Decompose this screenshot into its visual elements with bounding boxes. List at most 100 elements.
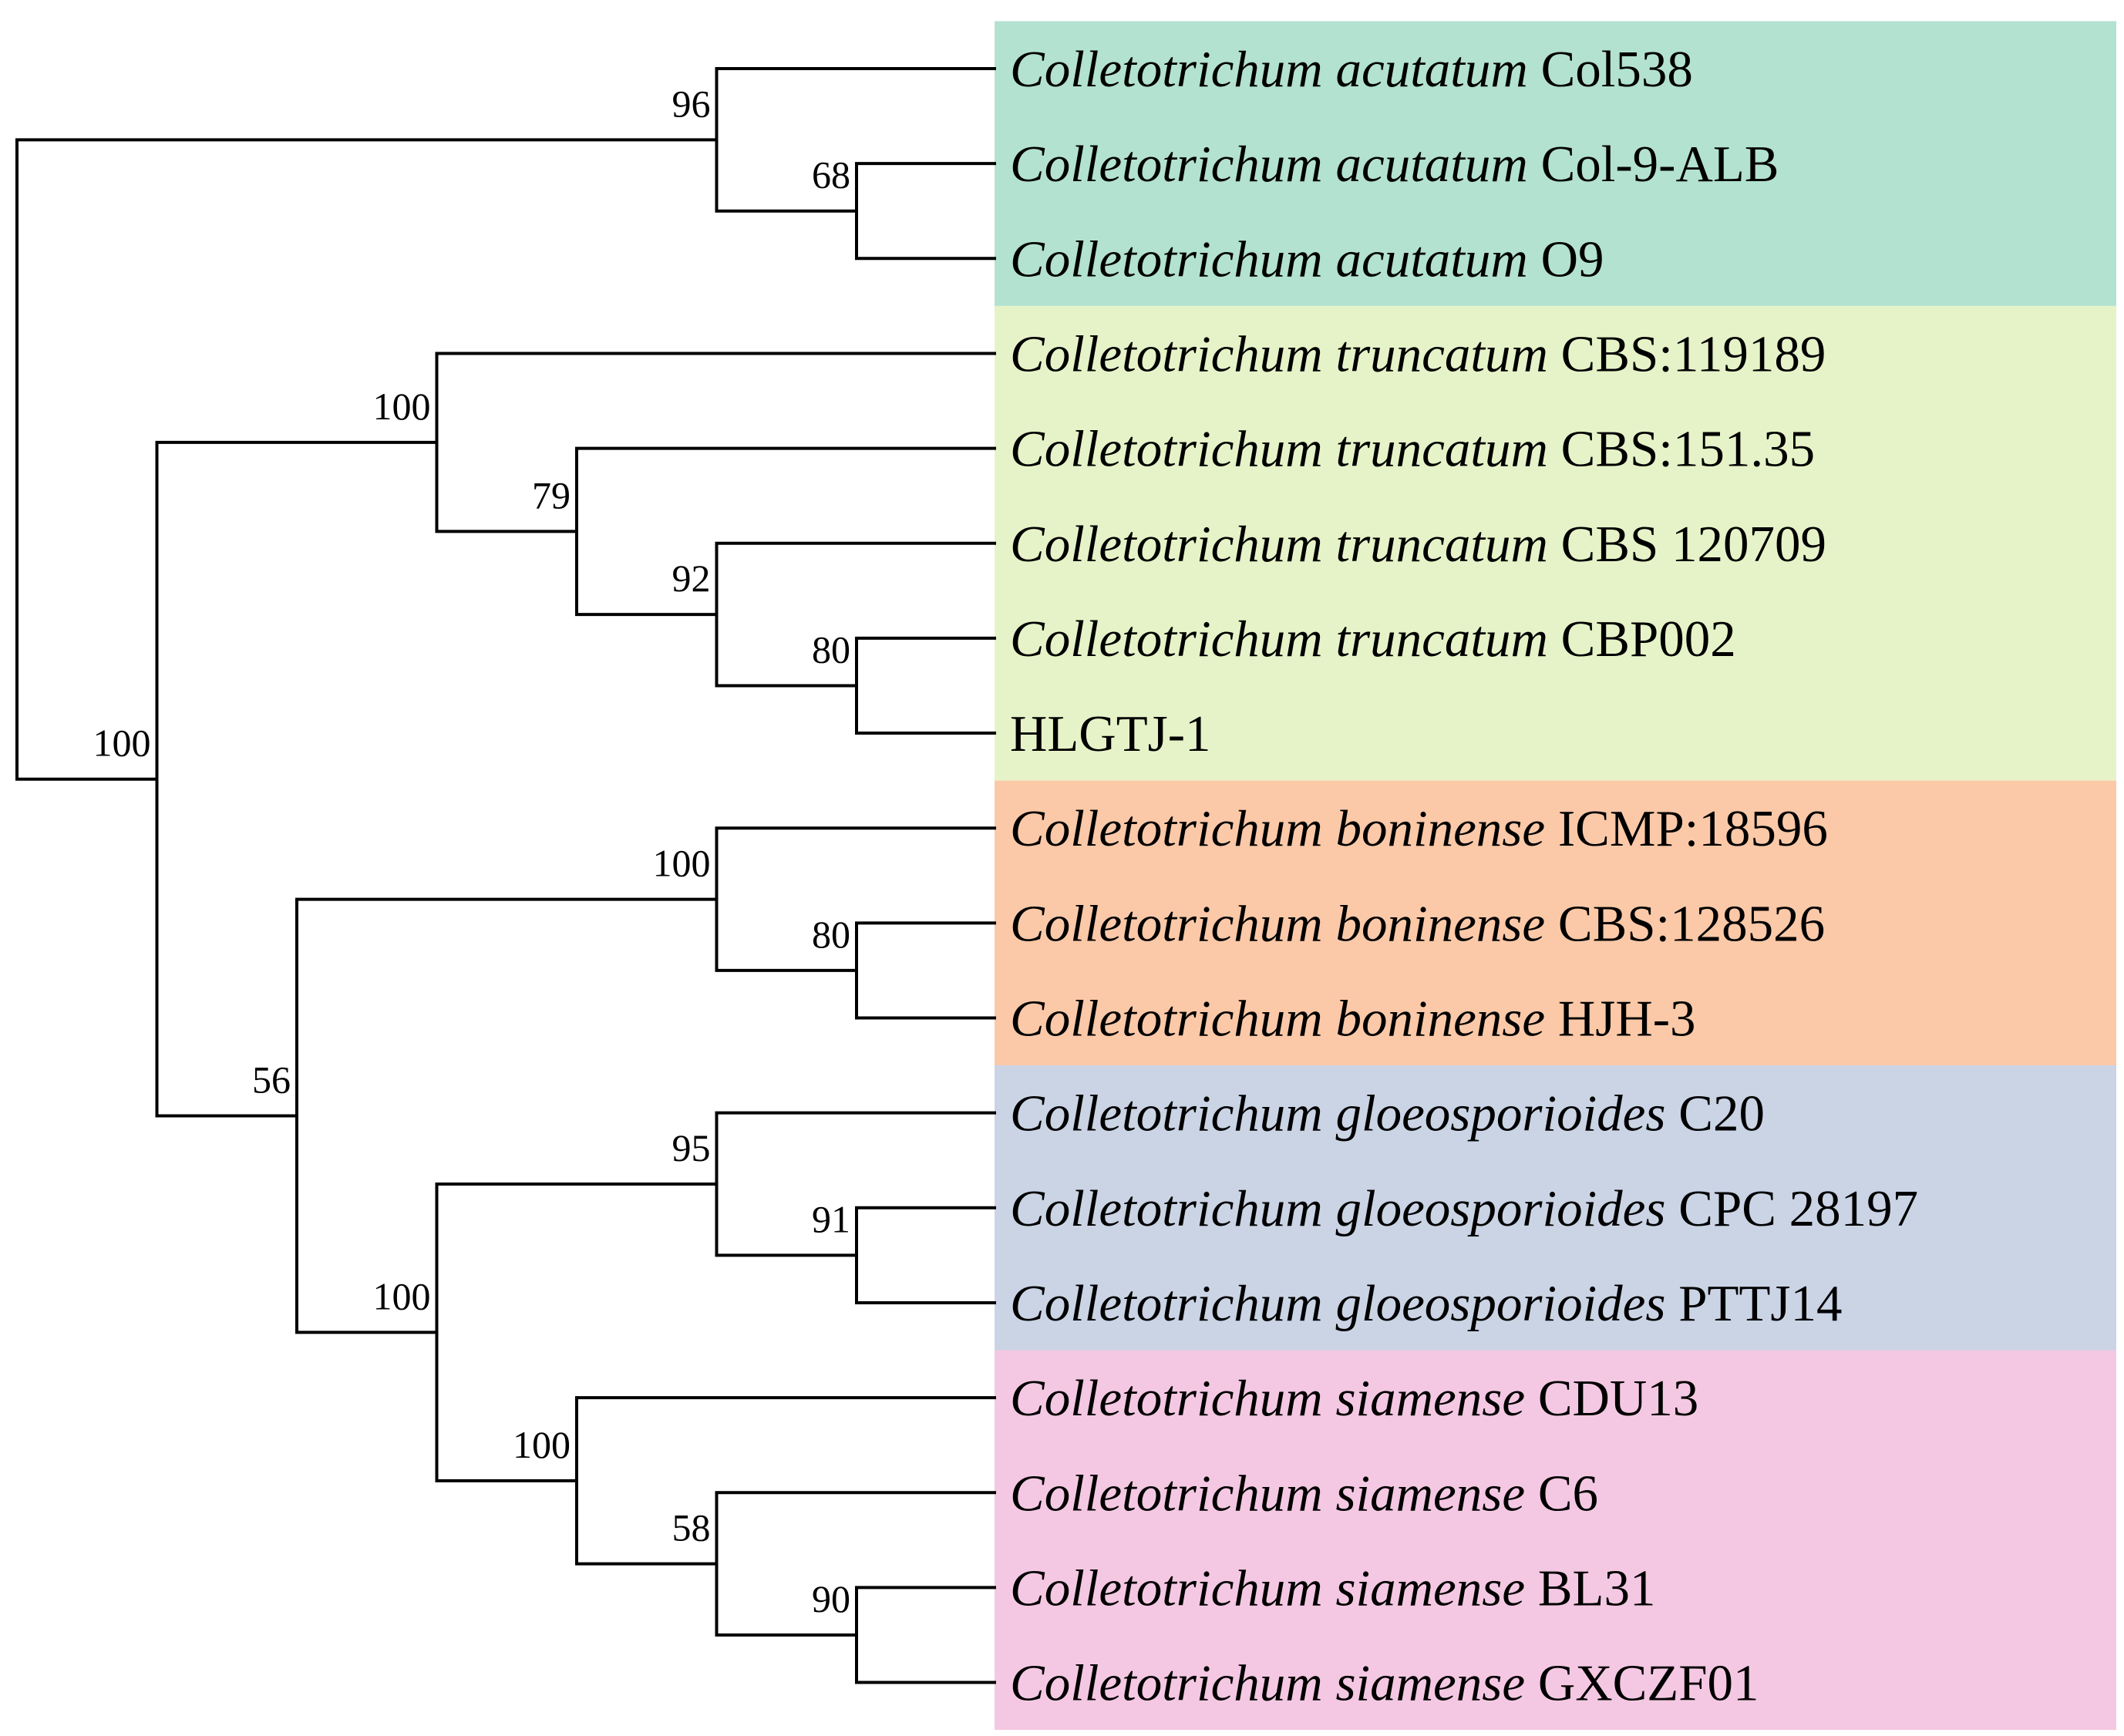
branch-n_bon80 (855, 921, 996, 1020)
taxon-label: Colletotrichum acutatum Col-9-ALB (1010, 136, 1779, 193)
taxon-strain: HJH-3 (1558, 991, 1696, 1048)
taxon-label: Colletotrichum truncatum CBS:151.35 (1010, 421, 1815, 478)
support-value-n_main: 100 (93, 722, 151, 765)
taxon-strain: CBS:128526 (1558, 895, 1825, 952)
tree-branches (15, 67, 996, 1684)
taxon-strain: CBS:151.35 (1561, 421, 1816, 478)
support-value-n_bon80: 80 (812, 913, 850, 956)
taxon-genus: Colletotrichum (1010, 1085, 1335, 1142)
support-value-n_acut2: 68 (812, 153, 850, 197)
taxon-strain: CBS:119189 (1561, 325, 1826, 382)
taxon-label: Colletotrichum acutatum O9 (1010, 230, 1604, 288)
branch-n_glo_sia (435, 1183, 719, 1482)
taxon-species: acutatum (1335, 41, 1540, 98)
taxon-genus: Colletotrichum (1010, 611, 1335, 668)
taxon-strain: CBS 120709 (1561, 516, 1826, 573)
taxon-genus: Colletotrichum (1010, 1559, 1335, 1617)
taxon-species: siamense (1335, 1370, 1537, 1427)
branch-n_acut (715, 67, 996, 213)
taxon-strain: Col538 (1541, 41, 1693, 98)
taxon-genus: Colletotrichum (1010, 1275, 1335, 1332)
support-value-n_rest: 56 (252, 1058, 291, 1101)
taxon-label: Colletotrichum boninense CBS:128526 (1010, 895, 1825, 952)
branch-n_tr92 (715, 541, 996, 688)
taxon-species: truncatum (1335, 611, 1560, 668)
taxon-genus: Colletotrichum (1010, 1370, 1335, 1427)
clade-band-boninense (995, 780, 2116, 1066)
taxon-genus: Colletotrichum (1010, 1465, 1335, 1522)
taxon-genus: Colletotrichum (1010, 41, 1335, 98)
taxon-strain: O9 (1541, 230, 1604, 288)
support-value-n_tr92: 92 (672, 557, 711, 600)
taxon-strain: BL31 (1538, 1559, 1656, 1617)
taxon-species: acutatum (1335, 136, 1540, 193)
taxon-genus: Colletotrichum (1010, 895, 1335, 952)
branch-n_tr80 (855, 636, 996, 735)
clade-bands (995, 21, 2116, 1731)
taxon-labels: Colletotrichum acutatum Col538Colletotri… (1010, 41, 1918, 1712)
branch-n_sia90 (855, 1586, 996, 1684)
taxon-label: HLGTJ-1 (1010, 705, 1211, 762)
taxon-strain: Col-9-ALB (1541, 136, 1779, 193)
taxon-species: boninense (1335, 895, 1557, 952)
taxon-label: Colletotrichum truncatum CBS 120709 (1010, 516, 1826, 573)
support-value-n_sia: 100 (513, 1423, 571, 1466)
taxon-strain: C20 (1678, 1085, 1765, 1142)
support-value-n_glo91: 91 (812, 1197, 850, 1240)
taxon-genus: Colletotrichum (1010, 230, 1335, 288)
taxon-genus: Colletotrichum (1010, 1180, 1335, 1237)
branch-root (15, 138, 719, 781)
branch-n_rest (295, 897, 719, 1334)
taxon-species: acutatum (1335, 230, 1540, 288)
taxon-strain: C6 (1538, 1465, 1598, 1522)
taxon-species: truncatum (1335, 325, 1560, 382)
taxon-genus: Colletotrichum (1010, 800, 1335, 857)
taxon-species: siamense (1335, 1559, 1537, 1617)
support-value-n_sia90: 90 (812, 1577, 850, 1620)
clade-band-siamense (995, 1350, 2116, 1731)
taxon-species: boninense (1335, 800, 1557, 857)
taxon-species: gloeosporioides (1335, 1085, 1678, 1142)
branch-n_sia (575, 1396, 996, 1566)
branch-n_sia58 (715, 1491, 996, 1637)
taxon-species: gloeosporioides (1335, 1275, 1678, 1332)
taxon-label: Colletotrichum boninense HJH-3 (1010, 991, 1696, 1048)
support-value-n_tr79: 79 (532, 473, 571, 516)
support-value-n_trunc: 100 (373, 385, 431, 428)
taxon-strain: CPC 28197 (1678, 1180, 1918, 1237)
branch-n_glo (715, 1111, 996, 1257)
taxon-label: Colletotrichum boninense ICMP:18596 (1010, 800, 1828, 857)
taxon-label: Colletotrichum gloeosporioides PTTJ14 (1010, 1275, 1842, 1332)
taxon-strain: GXCZF01 (1538, 1655, 1759, 1712)
taxon-species: boninense (1335, 991, 1557, 1048)
clade-band-acutatum (995, 21, 2116, 306)
taxon-genus: Colletotrichum (1010, 136, 1335, 193)
clade-band-truncatum (995, 305, 2116, 781)
taxon-genus: Colletotrichum (1010, 421, 1335, 478)
branch-n_trunc (435, 352, 996, 533)
support-value-n_glo_sia: 100 (373, 1274, 431, 1317)
support-value-n_bon: 100 (653, 842, 711, 885)
taxon-label: Colletotrichum siamense BL31 (1010, 1559, 1655, 1617)
taxon-strain: HLGTJ-1 (1010, 705, 1211, 762)
taxon-genus: Colletotrichum (1010, 325, 1335, 382)
taxon-strain: CDU13 (1538, 1370, 1698, 1427)
taxon-label: Colletotrichum gloeosporioides CPC 28197 (1010, 1180, 1918, 1237)
branch-n_main (155, 440, 439, 1118)
support-value-n_tr80: 80 (812, 627, 850, 671)
branch-n_acut2 (855, 162, 996, 261)
taxon-species: gloeosporioides (1335, 1180, 1678, 1237)
taxon-label: Colletotrichum truncatum CBP002 (1010, 611, 1736, 668)
taxon-strain: ICMP:18596 (1558, 800, 1828, 857)
taxon-genus: Colletotrichum (1010, 991, 1335, 1048)
taxon-species: truncatum (1335, 516, 1560, 573)
taxon-strain: PTTJ14 (1678, 1275, 1842, 1332)
support-value-n_acut: 96 (672, 82, 711, 125)
taxon-label: Colletotrichum siamense C6 (1010, 1465, 1598, 1522)
taxon-strain: CBP002 (1561, 611, 1736, 668)
taxon-label: Colletotrichum siamense CDU13 (1010, 1370, 1698, 1427)
taxon-label: Colletotrichum gloeosporioides C20 (1010, 1085, 1765, 1142)
clade-band-gloeosporioides (995, 1065, 2116, 1351)
support-value-n_sia58: 58 (672, 1506, 711, 1549)
